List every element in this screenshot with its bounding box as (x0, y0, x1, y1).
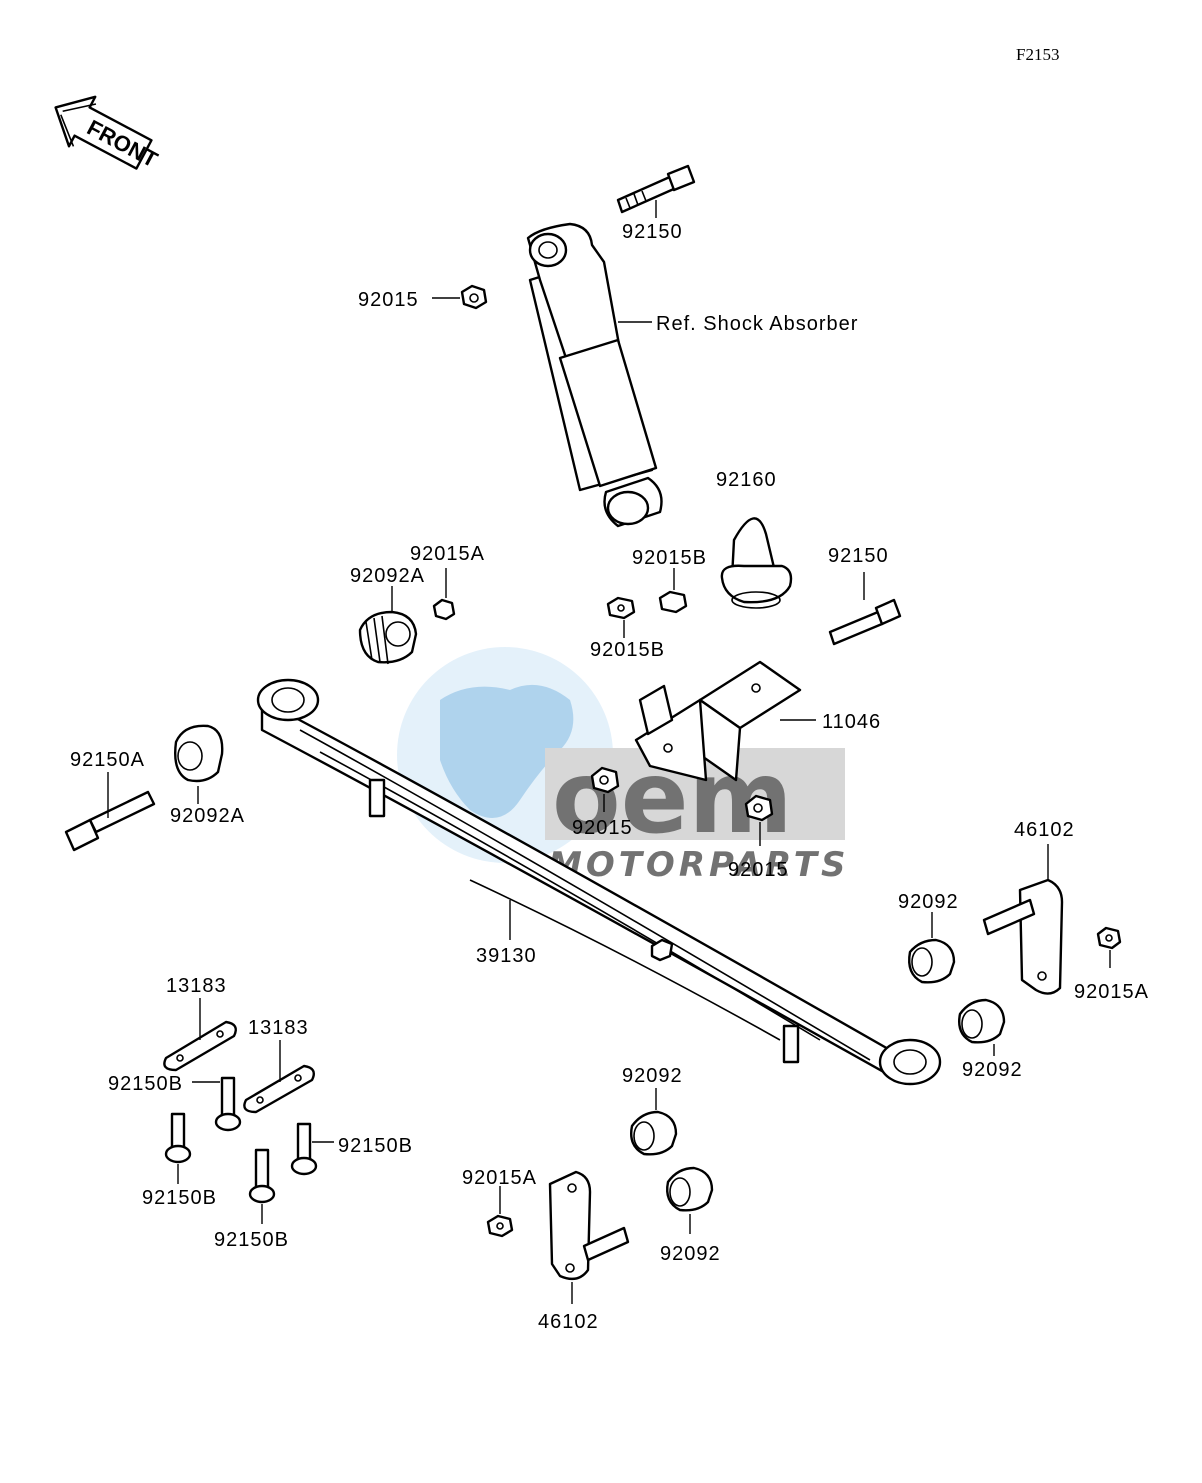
label-92150B-b: 92150B (142, 1187, 217, 1209)
watermark-continent-icon (440, 684, 574, 818)
label-11046: 11046 (822, 711, 881, 733)
label-92015A-bottom: 92015A (462, 1167, 537, 1189)
label-92092-bottom-b: 92092 (660, 1243, 721, 1265)
label-39130: 39130 (476, 945, 537, 967)
nut-92015B-right (658, 590, 688, 614)
shackle-46102-right (982, 878, 1064, 995)
label-ref-shock: Ref. Shock Absorber (656, 313, 858, 335)
watermark-subtitle: MOTORPARTS (548, 845, 849, 885)
nut-92015A-bottom (486, 1214, 514, 1238)
label-92092A-top: 92092A (350, 565, 425, 587)
label-13183-a: 13183 (166, 975, 227, 997)
label-92015A-right: 92015A (1074, 981, 1149, 1003)
bolt-92150-top (616, 164, 696, 214)
label-92092A-left: 92092A (170, 805, 245, 827)
bushing-92092-right-top (908, 938, 956, 984)
label-92150-top: 92150 (622, 221, 683, 243)
bushing-92092-right-bottom (958, 998, 1006, 1044)
label-92150B-d: 92150B (214, 1229, 289, 1251)
label-92092-right-bottom: 92092 (962, 1059, 1023, 1081)
label-92015-top: 92015 (358, 289, 419, 311)
label-92015-mid-left: 92015 (572, 817, 633, 839)
label-46102-bottom: 46102 (538, 1311, 599, 1333)
shackle-46102-bottom (548, 1170, 630, 1281)
leaf-spring-39130 (256, 678, 942, 1086)
figure-code: F2153 (1016, 45, 1059, 64)
nut-92015-mid-left (590, 766, 620, 794)
bolt-92150A (64, 790, 156, 852)
label-92015B-right: 92015B (632, 547, 707, 569)
label-92092-bottom-a: 92092 (622, 1065, 683, 1087)
label-92015-mid-right: 92015 (728, 859, 789, 881)
bolt-92150B-b (164, 1112, 192, 1164)
front-arrow-icon: FRONT (54, 95, 162, 173)
nut-92015-top (460, 284, 488, 310)
bump-stopper-92160 (720, 517, 793, 609)
label-92015B-left: 92015B (590, 639, 665, 661)
nut-92015A-right (1096, 926, 1122, 950)
bolt-92150B-d (248, 1148, 276, 1204)
label-13183-b: 13183 (248, 1017, 309, 1039)
label-46102-right: 46102 (1014, 819, 1075, 841)
nut-92015B-left (606, 596, 636, 620)
label-92160: 92160 (716, 469, 777, 491)
plate-13183-b (243, 1064, 315, 1114)
shock-absorber (526, 222, 663, 528)
label-92150A: 92150A (70, 749, 145, 771)
label-92150-right: 92150 (828, 545, 889, 567)
bolt-92150B-c (290, 1122, 318, 1176)
label-92015A-top: 92015A (410, 543, 485, 565)
bracket-11046 (634, 660, 802, 782)
bolt-92150-right (828, 598, 902, 646)
bushing-92092-bottom-a (630, 1110, 678, 1156)
label-92150B-a: 92150B (108, 1073, 183, 1095)
bushing-92092-bottom-b (666, 1166, 714, 1212)
nut-92015-mid-right (744, 794, 774, 822)
plate-13183-a (163, 1020, 237, 1072)
nut-92015A-top (432, 598, 456, 621)
collar-92092A-top (358, 610, 418, 665)
bolt-92150B-a (214, 1076, 242, 1132)
label-92150B-c: 92150B (338, 1135, 413, 1157)
collar-92092A-left (174, 724, 224, 783)
label-92092-right-top: 92092 (898, 891, 959, 913)
